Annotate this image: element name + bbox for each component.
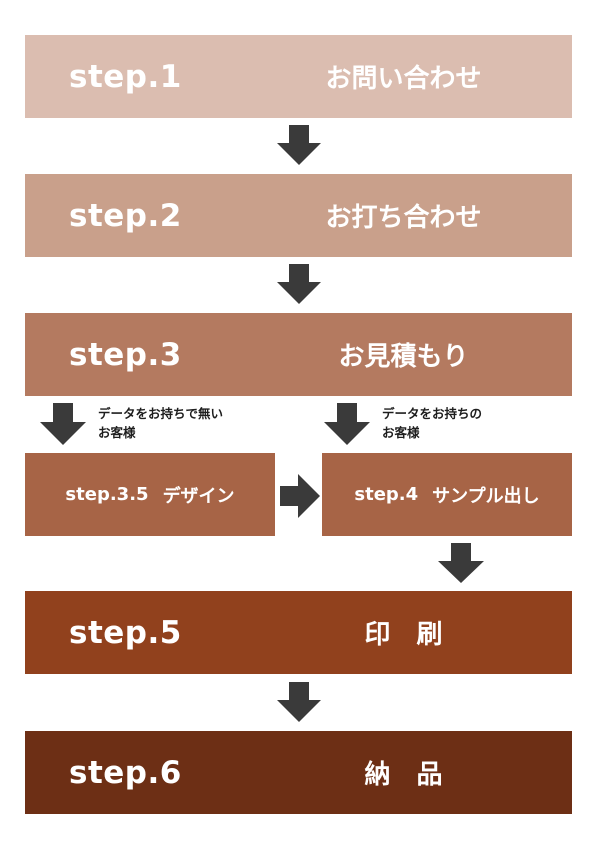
down-arrow-icon xyxy=(324,403,370,445)
down-arrow-icon xyxy=(277,682,321,722)
step-2-box: step.2 お打ち合わせ xyxy=(25,174,572,257)
step-2-title: お打ち合わせ xyxy=(325,203,482,233)
note-has-data-line2: お客様 xyxy=(382,425,420,440)
step-6-title: 納 品 xyxy=(364,760,443,790)
note-has-data: データをお持ちの お客様 xyxy=(382,404,482,442)
step-4-title: サンプル出し xyxy=(432,485,540,507)
step-1-box: step.1 お問い合わせ xyxy=(25,35,572,118)
step-3-title: お見積もり xyxy=(338,342,469,372)
step-3-5-title: デザイン xyxy=(162,485,235,507)
step-6-box: step.6 納 品 xyxy=(25,731,572,814)
note-no-data: データをお持ちで無い お客様 xyxy=(98,404,223,442)
note-has-data-line1: データをお持ちの xyxy=(382,406,483,421)
right-arrow-icon xyxy=(280,474,320,518)
step-4-label: step.4 xyxy=(354,484,419,505)
step-3-box: step.3 お見積もり xyxy=(25,313,572,396)
step-2-label: step.2 xyxy=(69,197,182,234)
step-1-label: step.1 xyxy=(69,58,182,95)
step-1-title: お問い合わせ xyxy=(325,64,482,94)
step-5-label: step.5 xyxy=(69,614,182,651)
step-5-box: step.5 印 刷 xyxy=(25,591,572,674)
note-no-data-line1: データをお持ちで無い xyxy=(98,406,224,421)
step-3-label: step.3 xyxy=(69,336,182,373)
step-5-title: 印 刷 xyxy=(364,620,443,650)
note-no-data-line2: お客様 xyxy=(98,425,136,440)
step-3-5-box: step.3.5 デザイン xyxy=(25,453,275,536)
step-4-box: step.4 サンプル出し xyxy=(322,453,572,536)
down-arrow-icon xyxy=(277,264,321,304)
step-6-label: step.6 xyxy=(69,754,182,791)
down-arrow-icon xyxy=(40,403,86,445)
down-arrow-icon xyxy=(277,125,321,165)
step-3-5-label: step.3.5 xyxy=(65,484,149,505)
down-arrow-icon xyxy=(438,543,484,583)
